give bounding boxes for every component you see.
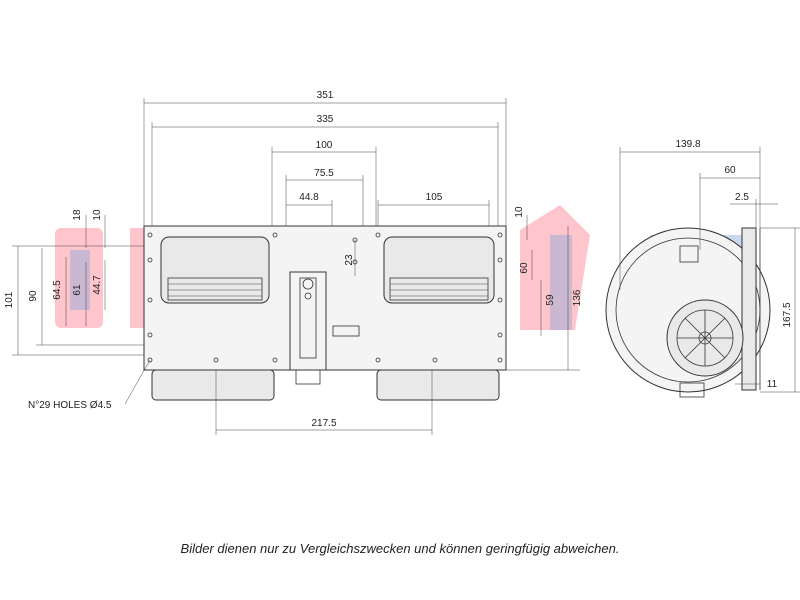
left-scroll-housing — [160, 236, 270, 304]
dim-60-right: 60 — [519, 262, 530, 274]
motor-block — [289, 271, 327, 371]
front-dimension-lines — [12, 98, 580, 435]
dim-64-5: 64.5 — [52, 280, 63, 300]
dim-18: 18 — [72, 209, 83, 221]
dim-100: 100 — [316, 140, 333, 151]
dim-2-5: 2.5 — [735, 192, 749, 203]
front-view — [143, 225, 507, 401]
dim-60-side: 60 — [724, 165, 736, 176]
dim-10-left: 10 — [92, 209, 103, 221]
left-lower-housing — [151, 369, 275, 401]
dim-217-5: 217.5 — [311, 418, 336, 429]
dim-90: 90 — [28, 290, 39, 302]
dim-167-5: 167.5 — [782, 302, 793, 327]
right-lower-housing — [376, 369, 500, 401]
dim-105: 105 — [426, 192, 443, 203]
dim-59: 59 — [545, 294, 556, 306]
holes-note: N°29 HOLES Ø4.5 — [28, 400, 112, 411]
dim-11: 11 — [767, 379, 778, 390]
disclaimer-caption: Bilder dienen nur zu Vergleichszwecken u… — [180, 541, 620, 556]
connector-plug — [332, 325, 360, 337]
dim-61: 61 — [72, 284, 83, 296]
dim-44-7: 44.7 — [92, 275, 103, 295]
dim-23: 23 — [344, 254, 355, 266]
dim-101: 101 — [4, 291, 15, 308]
right-outlet-grille — [389, 277, 489, 301]
dim-75-5: 75.5 — [314, 168, 334, 179]
dimension-labels: 351 335 100 75.5 44.8 105 23 217.5 101 9… — [4, 90, 793, 429]
dim-136: 136 — [572, 289, 583, 306]
side-flange — [741, 227, 757, 391]
left-outlet-grille — [167, 277, 263, 301]
right-scroll-housing — [383, 236, 495, 304]
dim-335: 335 — [317, 114, 334, 125]
dim-351: 351 — [317, 90, 334, 101]
side-connector — [679, 382, 705, 398]
side-dimension-lines — [619, 147, 800, 393]
dim-44-8: 44.8 — [299, 192, 319, 203]
dim-10-right: 10 — [514, 206, 525, 218]
dim-139-8: 139.8 — [675, 139, 700, 150]
side-view — [605, 227, 771, 398]
